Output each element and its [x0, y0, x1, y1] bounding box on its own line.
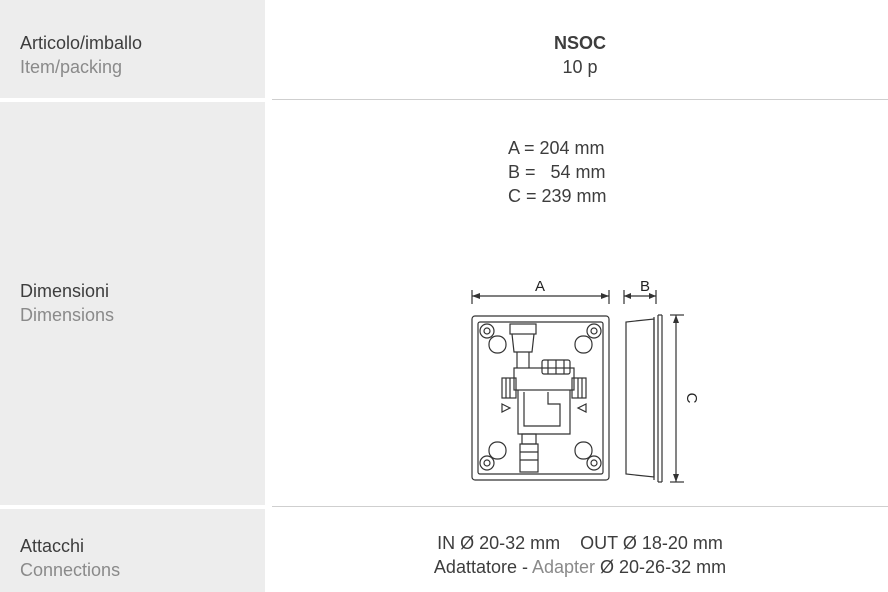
label-italian: Dimensioni: [20, 281, 110, 301]
label-a: A: [535, 278, 545, 295]
dimension-c-marker: C: [670, 314, 700, 483]
label-english: Connections: [20, 560, 121, 580]
dimension-b-marker: B: [623, 278, 657, 304]
connections-label: Attacchi Connections: [20, 534, 120, 582]
label-english: Item/packing: [20, 57, 123, 77]
label-italian: Attacchi: [20, 536, 85, 556]
packing-quantity: 10 p: [562, 57, 598, 77]
label-c: C: [683, 393, 700, 404]
connections-adapter: Adattatore - Adapter Ø 20-26-32 mm: [272, 555, 888, 579]
connections-in-out: IN Ø 20-32 mm OUT Ø 18-20 mm: [272, 531, 888, 555]
front-view: [471, 315, 610, 481]
connections-line: IN Ø 20-32 mm OUT Ø 18-20 mm: [437, 533, 723, 553]
dimension-c: C = 239 mm: [508, 186, 607, 206]
adapter-english: Adapter: [531, 557, 596, 577]
label-italian: Articolo/imballo: [20, 33, 143, 53]
adapter-suffix: Ø 20-26-32 mm: [595, 557, 727, 577]
label-english: Dimensions: [20, 305, 115, 325]
item-packing-value: NSOC 10 p: [272, 31, 888, 79]
dimensions-label: Dimensioni Dimensions: [20, 279, 114, 327]
adapter-prefix: Adattatore -: [433, 557, 532, 577]
dimensions-list: A = 204 mm B = 54 mm C = 239 mm: [272, 136, 888, 208]
dimension-a: A = 204 mm: [508, 138, 605, 158]
dimension-b: B = 54 mm: [508, 162, 606, 182]
product-technical-drawing: A B: [471, 278, 700, 483]
item-code: NSOC: [553, 33, 606, 53]
label-b: B: [640, 278, 650, 295]
item-packing-label: Articolo/imballo Item/packing: [20, 31, 142, 79]
dimension-a-marker: A: [471, 278, 610, 304]
side-view: [625, 314, 663, 483]
connections-value: IN Ø 20-32 mm OUT Ø 18-20 mm Adattatore …: [272, 531, 888, 579]
